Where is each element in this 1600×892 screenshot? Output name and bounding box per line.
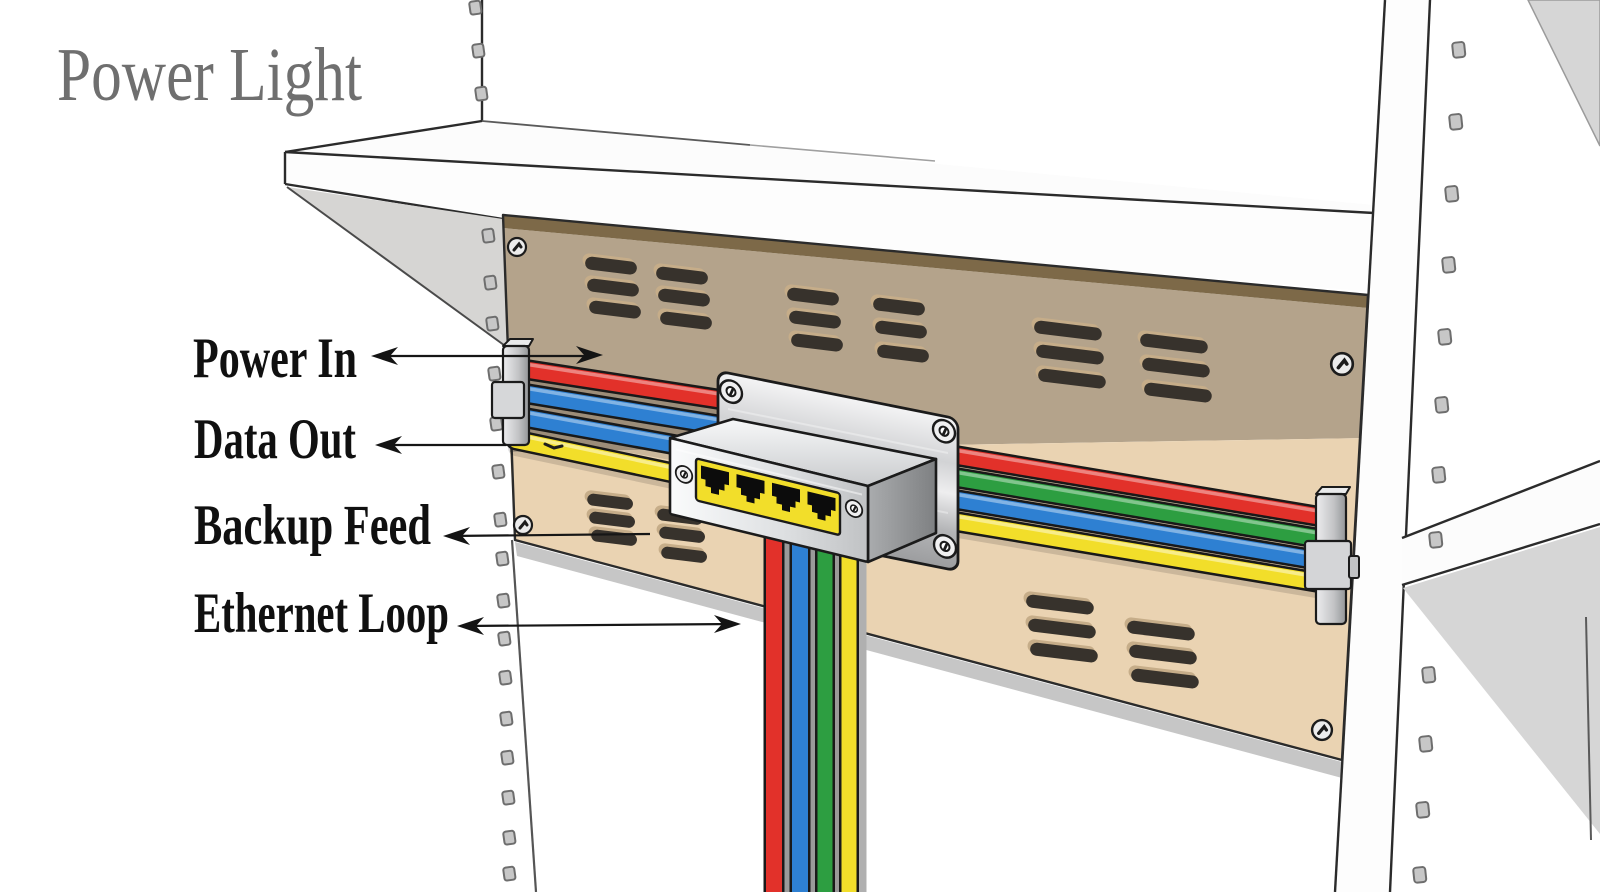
cable-drop (763, 498, 867, 892)
backup-feed-arrow (443, 527, 651, 545)
diagram-title: Power Light (57, 33, 362, 117)
cable-mark (543, 442, 564, 450)
power-in-arrow (371, 346, 603, 365)
label-ethernet-loop: Ethernet Loop (194, 582, 449, 645)
corner-shadow (1527, 0, 1600, 147)
ethernet-switch (668, 417, 938, 564)
divider-board (1333, 0, 1432, 892)
label-power-in: Power In (193, 327, 357, 390)
right-shelf (1401, 459, 1600, 841)
data-out-arrow (375, 436, 506, 454)
port-strip (694, 457, 842, 536)
horizontal-cables (505, 357, 1345, 601)
label-data-out: Data Out (194, 408, 356, 471)
upper-shelf (283, 119, 1375, 292)
ethernet-loop-arrow (457, 615, 741, 635)
left-cable-bracket (490, 338, 534, 447)
label-backup-feed: Backup Feed (194, 494, 431, 557)
annotation-arrows (371, 346, 741, 635)
shelf-shadow (286, 186, 509, 349)
right-cable-bracket (1303, 486, 1360, 626)
